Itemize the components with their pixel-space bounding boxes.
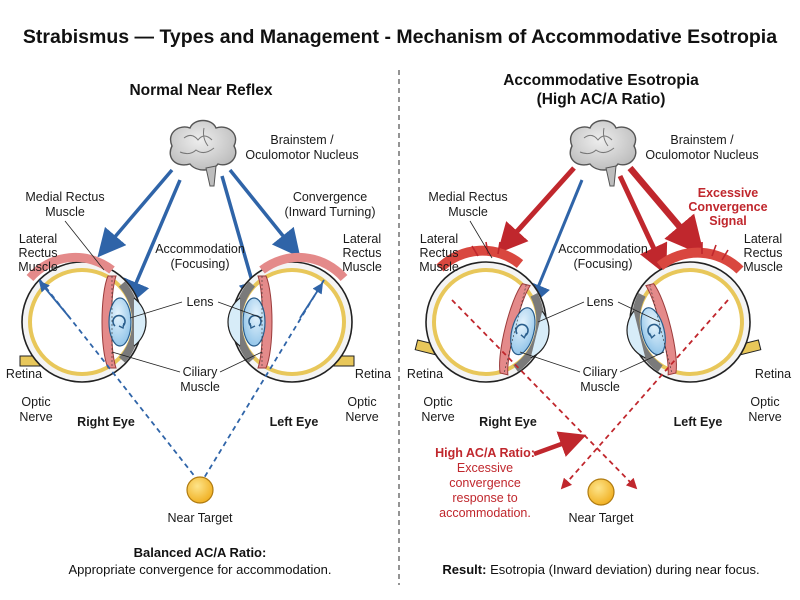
brainstem-label: Brainstem /	[270, 133, 334, 147]
result-text: Esotropia (Inward deviation) during near…	[486, 562, 759, 577]
sight-arrow	[299, 282, 323, 319]
ciliary-muscle-label: Ciliary	[183, 365, 218, 379]
excessive-signal-arrow	[497, 166, 576, 254]
excessive-signal-arrow	[627, 165, 705, 256]
high-aca-text: Excessive	[457, 461, 513, 475]
medial-rectus-label: Muscle	[45, 205, 85, 219]
accommodation-label: Accommodation	[155, 242, 245, 256]
nerve-signal-arrow	[123, 179, 182, 309]
optic-nerve-label: Optic	[423, 395, 452, 409]
right-eye-illustration	[411, 241, 562, 396]
medial-rectus-muscle	[436, 245, 524, 272]
lateral-rectus-label: Rectus	[420, 246, 459, 260]
lateral-rectus-label: Lateral	[343, 232, 381, 246]
medial-rectus-label: Medial Rectus	[428, 190, 507, 204]
lens-label: Lens	[586, 295, 613, 309]
near-target-icon	[186, 476, 214, 504]
line-of-sight	[39, 279, 197, 479]
result-heading: Result:	[442, 562, 486, 577]
optic-nerve-label: Optic	[750, 395, 779, 409]
ciliary-muscle-label: Muscle	[580, 380, 620, 394]
medial-rectus-muscle	[656, 247, 744, 274]
optic-nerve-label: Nerve	[748, 410, 781, 424]
excessive-signal-arrow	[617, 174, 668, 276]
sight-arrow	[38, 280, 71, 319]
optic-nerve-label: Optic	[347, 395, 376, 409]
panel-normal-near-reflex: Normal Near Reflex Brainstem / Oculomoto…	[6, 82, 391, 577]
right-eye-label: Right Eye	[479, 415, 537, 429]
lateral-rectus-label: Muscle	[743, 260, 783, 274]
lateral-rectus-label: Lateral	[19, 232, 57, 246]
excessive-signal-label: Signal	[709, 214, 747, 228]
ciliary-muscle-label: Ciliary	[583, 365, 618, 379]
right-panel-title: Accommodative Esotropia	[503, 72, 699, 89]
brainstem-label: Oculomotor Nucleus	[645, 148, 758, 162]
high-aca-text: response to	[452, 491, 517, 505]
retina-label: Retina	[355, 367, 391, 381]
page-title: Strabismus — Types and Management - Mech…	[23, 26, 777, 48]
lateral-rectus-label: Rectus	[343, 246, 382, 260]
convergence-label: (Inward Turning)	[284, 205, 375, 219]
nerve-signal-arrow	[228, 168, 301, 258]
right-eye-illustration	[20, 252, 146, 382]
deviated-line-of-sight	[451, 299, 638, 490]
lateral-rectus-muscle	[259, 252, 348, 282]
footer-heading: Balanced AC/A Ratio:	[134, 545, 267, 560]
accommodation-label: Accommodation	[558, 242, 648, 256]
panel-accommodative-esotropia: Accommodative Esotropia (High AC/A Ratio…	[407, 72, 791, 577]
optic-nerve-label: Nerve	[345, 410, 378, 424]
brainstem-label: Oculomotor Nucleus	[245, 148, 358, 162]
left-eye-illustration	[228, 252, 354, 382]
left-eye-label: Left Eye	[674, 415, 723, 429]
near-target-label: Near Target	[167, 511, 233, 525]
footer-text: Appropriate convergence for accommodatio…	[68, 562, 331, 577]
convergence-label: Convergence	[293, 190, 367, 204]
retina-label: Retina	[6, 367, 42, 381]
brainstem-label: Brainstem /	[670, 133, 734, 147]
deviated-line-of-sight	[560, 299, 729, 490]
lateral-rectus-label: Muscle	[419, 260, 459, 274]
brain-icon	[169, 119, 237, 187]
high-aca-heading: High AC/A Ratio:	[435, 446, 535, 460]
result-footer: Result: Esotropia (Inward deviation) dur…	[442, 562, 759, 577]
near-target-icon	[587, 478, 615, 506]
lateral-rectus-label: Lateral	[420, 232, 458, 246]
lateral-rectus-label: Lateral	[744, 232, 782, 246]
lateral-rectus-label: Rectus	[744, 246, 783, 260]
medial-rectus-label: Medial Rectus	[25, 190, 104, 204]
ciliary-muscle-label: Muscle	[180, 380, 220, 394]
callout-arrow	[533, 431, 587, 457]
high-aca-text: accommodation.	[439, 506, 531, 520]
accommodation-label: (Focusing)	[170, 257, 229, 271]
retina-label: Retina	[407, 367, 443, 381]
near-target-label: Near Target	[568, 511, 634, 525]
nerve-signal-arrow	[527, 179, 584, 308]
accommodation-label: (Focusing)	[573, 257, 632, 271]
lens-label: Lens	[186, 295, 213, 309]
retina-label: Retina	[755, 367, 791, 381]
excessive-signal-label: Excessive	[698, 186, 759, 200]
lateral-rectus-muscle	[26, 252, 115, 282]
brain-icon	[569, 119, 637, 187]
optic-nerve-label: Nerve	[421, 410, 454, 424]
lateral-rectus-label: Muscle	[18, 260, 58, 274]
high-aca-text: convergence	[449, 476, 521, 490]
right-panel-title: (High AC/A Ratio)	[537, 91, 666, 108]
lateral-rectus-label: Muscle	[342, 260, 382, 274]
lateral-rectus-label: Rectus	[19, 246, 58, 260]
left-eye-label: Left Eye	[270, 415, 319, 429]
optic-nerve-label: Nerve	[19, 410, 52, 424]
medial-rectus-label: Muscle	[448, 205, 488, 219]
right-eye-label: Right Eye	[77, 415, 135, 429]
excessive-signal-label: Convergence	[688, 200, 767, 214]
optic-nerve-label: Optic	[21, 395, 50, 409]
nerve-signal-arrow	[97, 168, 174, 258]
left-panel-title: Normal Near Reflex	[129, 82, 272, 99]
left-eye-illustration	[613, 242, 764, 396]
